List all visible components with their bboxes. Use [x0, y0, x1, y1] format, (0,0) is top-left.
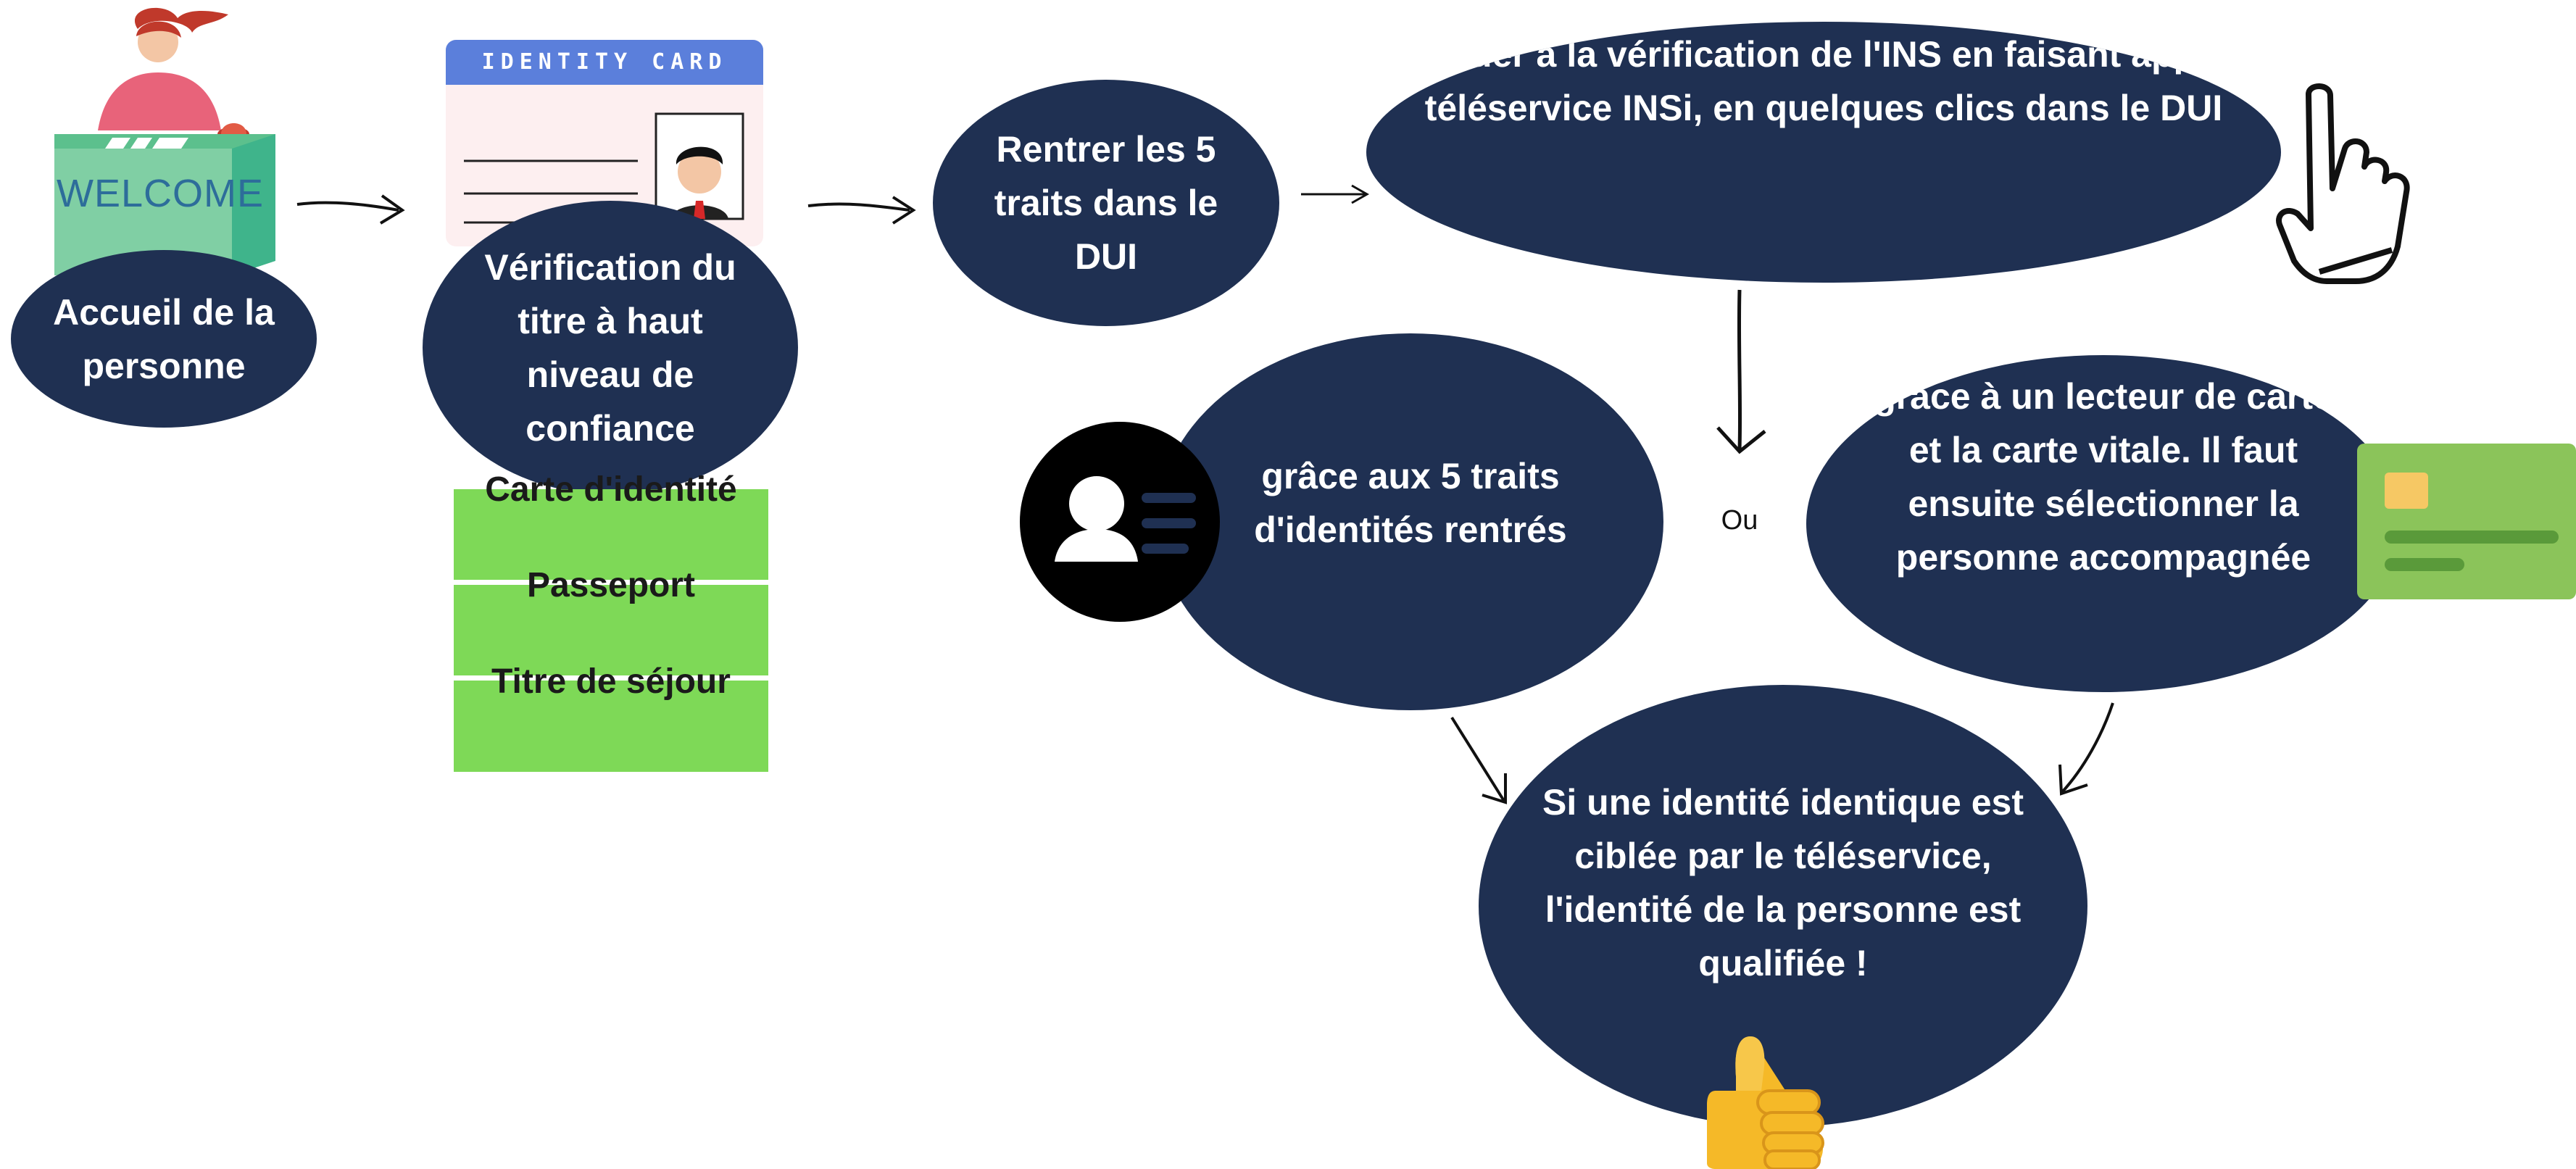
pointing-hand-icon: [2276, 83, 2410, 284]
arrow-2: [807, 196, 916, 225]
arrow-traits-to-result: [1450, 716, 1507, 804]
contact-card-icon: [1020, 422, 1220, 622]
document-carte-identite: Carte d'identité: [485, 470, 737, 509]
or-label: Ou: [1721, 505, 1758, 536]
thumbs-up-icon: [1707, 1036, 1824, 1169]
welcome-sign: WELCOME: [57, 172, 265, 215]
arrow-carte-to-result: [2058, 702, 2114, 796]
arrow-1: [296, 194, 405, 225]
id-card-header: IDENTITY CARD: [446, 40, 763, 85]
step-rentrer-traits: Rentrer les 5 traits dans le DUI: [933, 80, 1279, 326]
document-passeport: Passeport: [526, 566, 696, 604]
step-option-carte: grâce à un lecteur de carte et la carte …: [1806, 355, 2401, 692]
step-verification-titre: Vérification du titre à haut niveau de c…: [423, 201, 798, 494]
receptionist-icon: [43, 0, 283, 275]
step-resultat: Si une identité identique est ciblée par…: [1479, 685, 2087, 1127]
step-accueil: Accueil de la personne: [11, 250, 317, 428]
arrow-3: [1301, 184, 1370, 204]
document-titre-sejour: Titre de séjour: [491, 662, 731, 701]
arrow-down: [1716, 289, 1766, 454]
vitale-card-icon: [2357, 444, 2576, 599]
step-option-traits: grâce aux 5 traits d'identités rentrés: [1158, 333, 1663, 710]
document-list: Carte d'identité Passeport Titre de séjo…: [454, 470, 768, 772]
step-proceder: Procéder à la vérification de l'INS en f…: [1366, 22, 2281, 283]
